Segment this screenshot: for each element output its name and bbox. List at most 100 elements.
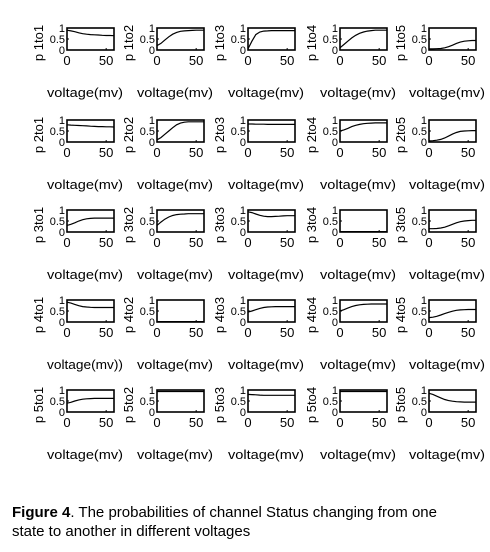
- figure-label: Figure 4: [12, 504, 71, 521]
- series-line: [247, 211, 295, 218]
- x-axis-label: voltage(mv): [228, 267, 304, 282]
- x-tick-label: 50: [99, 145, 113, 160]
- x-tick-label: 50: [280, 145, 294, 160]
- y-tick-label: 1: [240, 385, 246, 397]
- x-tick-label: 50: [372, 235, 386, 250]
- y-tick-label: 0: [149, 227, 155, 239]
- x-tick-label: 0: [425, 325, 432, 340]
- x-tick-label: 50: [189, 53, 203, 68]
- series-line: [247, 306, 295, 313]
- y-axis-label: p 3to5: [393, 207, 408, 243]
- y-axis-label: p 2to5: [393, 117, 408, 153]
- y-axis-label: p 5to5: [393, 387, 408, 423]
- y-axis-label: p 1to4: [304, 25, 319, 61]
- y-tick-label: 1: [240, 115, 246, 127]
- x-tick-label: 0: [153, 145, 160, 160]
- figure-caption: Figure 4. The probabilities of channel S…: [12, 503, 472, 541]
- series-line: [66, 217, 114, 226]
- series-line: [339, 122, 387, 132]
- y-axis-label: p 4to3: [212, 297, 227, 333]
- y-axis-label: p 3to2: [121, 207, 136, 243]
- x-axis-label: voltage(mv): [320, 447, 396, 462]
- x-tick-label: 50: [99, 325, 113, 340]
- x-tick-label: 50: [99, 235, 113, 250]
- x-tick-label: 0: [153, 235, 160, 250]
- plot-frame: [428, 27, 477, 51]
- y-axis-label: p 4to4: [304, 297, 319, 333]
- plot-frame: [339, 389, 388, 413]
- x-axis-label: voltage(mv): [228, 177, 304, 192]
- y-tick-label: 0.5: [231, 396, 246, 408]
- x-tick-label: 0: [63, 235, 70, 250]
- y-axis-label: p 1to2: [121, 25, 136, 61]
- y-tick-label: 0: [332, 45, 338, 57]
- x-axis-label: voltage(mv)): [47, 357, 123, 372]
- y-tick-label: 0: [59, 407, 65, 419]
- y-tick-label: 0: [332, 407, 338, 419]
- y-tick-label: 0.5: [412, 34, 427, 46]
- y-axis-label: p 1to3: [212, 25, 227, 61]
- x-axis-label: voltage(mv): [137, 267, 213, 282]
- y-tick-label: 0.5: [323, 34, 338, 46]
- y-tick-label: 1: [332, 205, 338, 217]
- y-tick-label: 0.5: [412, 396, 427, 408]
- y-tick-label: 1: [149, 385, 155, 397]
- y-tick-label: 0: [59, 317, 65, 329]
- x-tick-label: 0: [63, 145, 70, 160]
- x-tick-label: 50: [189, 325, 203, 340]
- x-axis-label: voltage(mv): [320, 267, 396, 282]
- y-axis-label: p 5to2: [121, 387, 136, 423]
- y-tick-label: 0: [332, 137, 338, 149]
- y-axis-label: p 4to5: [393, 297, 408, 333]
- y-tick-label: 0.5: [323, 396, 338, 408]
- x-tick-label: 0: [336, 325, 343, 340]
- x-axis-label: voltage(mv): [409, 357, 485, 372]
- x-axis-label: voltage(mv): [320, 85, 396, 100]
- plot-frame: [66, 209, 115, 233]
- y-tick-label: 1: [59, 115, 65, 127]
- x-tick-label: 0: [153, 53, 160, 68]
- y-axis-label: p 3to1: [31, 207, 46, 243]
- plot-frame: [339, 27, 388, 51]
- y-tick-label: 0: [332, 227, 338, 239]
- x-axis-label: voltage(mv): [320, 357, 396, 372]
- x-tick-label: 0: [63, 53, 70, 68]
- x-axis-label: voltage(mv): [409, 177, 485, 192]
- series-line: [66, 397, 114, 404]
- y-tick-label: 0.5: [323, 306, 338, 318]
- x-tick-label: 50: [280, 235, 294, 250]
- y-tick-label: 0: [149, 407, 155, 419]
- series-line: [429, 39, 476, 50]
- x-tick-label: 0: [244, 325, 251, 340]
- x-axis-label: voltage(mv): [228, 85, 304, 100]
- y-tick-label: 1: [240, 205, 246, 217]
- y-tick-label: 0.5: [140, 216, 155, 228]
- y-axis-label: p 1to5: [393, 25, 408, 61]
- series-line: [66, 29, 115, 37]
- series-line: [66, 301, 114, 309]
- series-line: [66, 124, 115, 128]
- x-tick-label: 0: [244, 235, 251, 250]
- plot-frame: [247, 27, 296, 51]
- y-tick-label: 0: [240, 137, 246, 149]
- y-tick-label: 0.5: [231, 306, 246, 318]
- x-tick-label: 50: [189, 145, 203, 160]
- y-tick-label: 1: [332, 385, 338, 397]
- y-tick-label: 0: [421, 227, 427, 239]
- x-tick-label: 50: [372, 325, 386, 340]
- x-axis-label: voltage(mv): [228, 357, 304, 372]
- x-axis-label: voltage(mv): [409, 85, 485, 100]
- plot-frame: [247, 299, 296, 323]
- series-line: [156, 121, 204, 141]
- y-tick-label: 0.5: [412, 216, 427, 228]
